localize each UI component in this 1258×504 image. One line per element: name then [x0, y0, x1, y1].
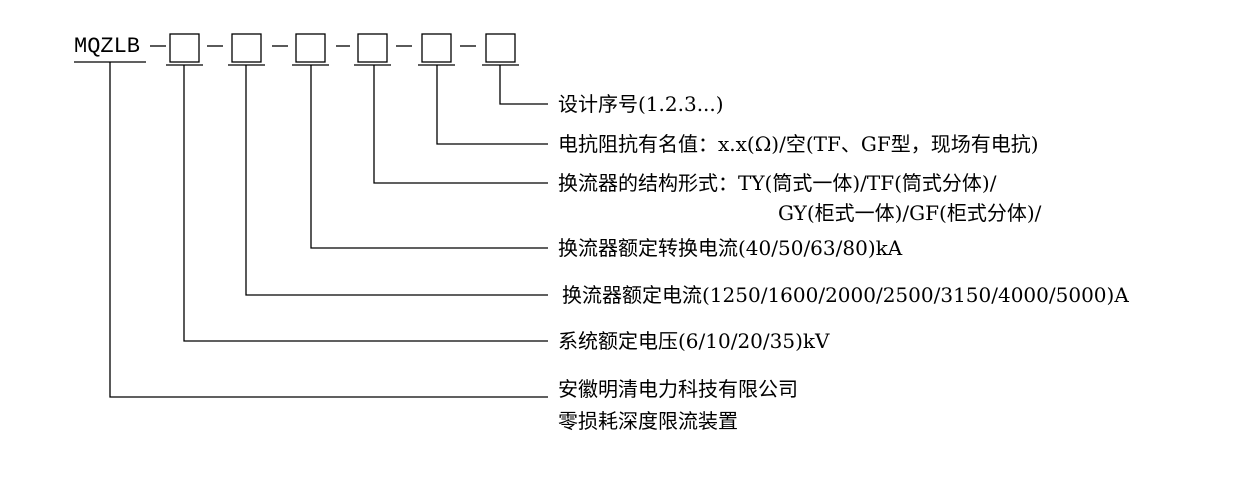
leader-rated-current: [245, 65, 548, 296]
label-rated-voltage: 系统额定电压(6/10/20/35)kV: [558, 329, 830, 353]
code-box-5: [421, 33, 452, 63]
label-transfer-current: 换流器额定转换电流(40/50/63/80)kA: [558, 236, 903, 260]
code-box-1: [169, 33, 200, 63]
label-rated-current: 换流器额定电流(1250/1600/2000/2500/3150/4000/50…: [562, 283, 1129, 307]
leader-design-serial: [499, 65, 548, 105]
label-structure: 换流器的结构形式：TY(筒式一体)/TF(筒式分体)/: [558, 171, 997, 195]
leader-transfer-current: [310, 65, 548, 249]
label-structure-line2: GY(柜式一体)/GF(柜式分体)/: [778, 201, 1042, 225]
label-company: 安徽明清电力科技有限公司: [558, 377, 798, 401]
code-box-6: [485, 33, 516, 63]
leader-reactance: [436, 65, 548, 145]
leader-company: [109, 62, 548, 398]
code-box-3: [295, 33, 326, 63]
label-design-serial: 设计序号(1.2.3...): [558, 92, 724, 116]
leader-structure: [373, 65, 548, 184]
label-reactance: 电抗阻抗有名值：x.x(Ω)/空(TF、GF型，现场有电抗): [558, 132, 1039, 156]
model-prefix: MQZLB: [74, 34, 141, 59]
leader-rated-voltage: [183, 65, 548, 342]
code-box-4: [357, 33, 388, 63]
label-product: 零损耗深度限流装置: [558, 409, 738, 433]
code-box-2: [231, 33, 262, 63]
